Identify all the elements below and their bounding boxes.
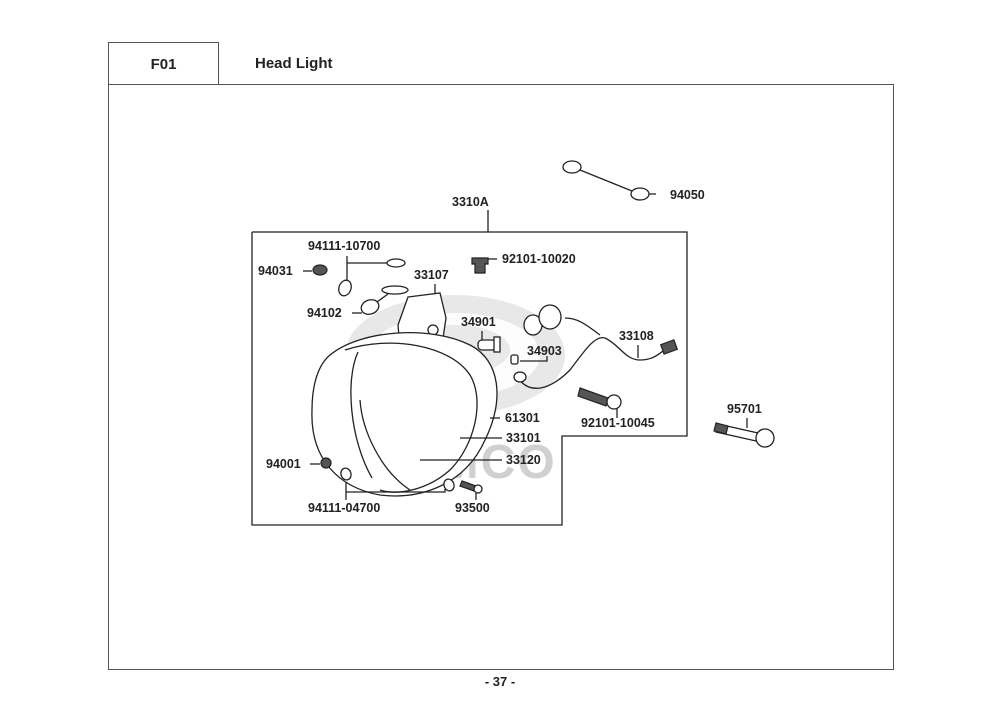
svg-text:94102: 94102 — [307, 306, 342, 320]
svg-text:33107: 33107 — [414, 268, 449, 282]
svg-text:61301: 61301 — [505, 411, 540, 425]
assembly-boundary — [251, 231, 688, 526]
part-33108: 33108 — [513, 317, 679, 389]
headlight-body — [311, 332, 498, 497]
svg-text:95701: 95701 — [727, 402, 762, 416]
part-33101: 33101 — [460, 431, 541, 445]
part-94050: 94050 — [562, 160, 705, 202]
part-94031: 94031 — [258, 264, 328, 278]
svg-text:33120: 33120 — [506, 453, 541, 467]
section-code: F01 — [150, 55, 177, 73]
part-lamp-socket — [523, 304, 562, 336]
part-61301: 61301 — [490, 411, 540, 425]
part-94111-10700: 94111-10700 — [308, 239, 406, 297]
part-93500: 93500 — [455, 480, 490, 515]
part-92101-10045: 92101-10045 — [577, 387, 655, 430]
svg-text:94111-10700: 94111-10700 — [308, 239, 380, 253]
svg-text:33101: 33101 — [506, 431, 541, 445]
svg-text:34901: 34901 — [461, 315, 496, 329]
svg-text:94031: 94031 — [258, 264, 293, 278]
part-33120: 33120 — [420, 453, 541, 467]
svg-text:94001: 94001 — [266, 457, 301, 471]
svg-text:92101-10020: 92101-10020 — [502, 252, 576, 266]
part-94102: 94102 — [307, 293, 389, 320]
part-94001: 94001 — [266, 457, 332, 471]
page-number: - 37 - — [484, 674, 516, 689]
svg-text:34903: 34903 — [527, 344, 562, 358]
svg-text:33108: 33108 — [619, 329, 654, 343]
svg-text:94111-04700: 94111-04700 — [308, 501, 380, 515]
svg-text:92101-10045: 92101-10045 — [581, 416, 655, 430]
part-94111-04700: 94111-04700 — [308, 467, 455, 515]
assembly-label: 3310A — [452, 195, 489, 209]
section-title: Head Light — [255, 55, 333, 72]
part-92101-10020: 92101-10020 — [471, 252, 576, 274]
part-34901: 34901 — [461, 315, 501, 353]
part-95701: 95701 — [713, 402, 775, 448]
svg-text:93500: 93500 — [455, 501, 490, 515]
part-34903: 34903 — [510, 344, 562, 365]
diagram-frame — [108, 84, 894, 670]
section-code-tab: F01 — [108, 42, 219, 85]
svg-text:94050: 94050 — [670, 188, 705, 202]
